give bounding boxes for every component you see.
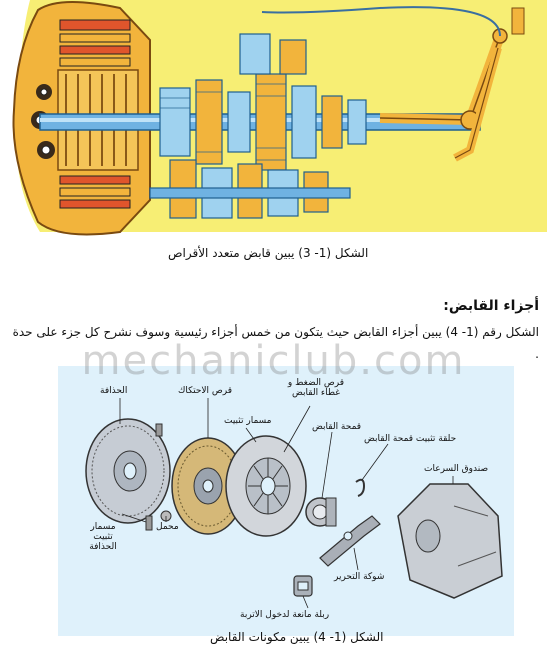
- figure-clutch-components: الحذافة قرص الاحتكاك قرص الضغط و غطاء ال…: [58, 366, 514, 636]
- label-bearing-clip: حلقة تثبيت قمحة القابض: [364, 434, 457, 444]
- section-heading: أجزاء القابض:: [443, 298, 539, 314]
- flywheel: [85, 418, 171, 524]
- label-release-fork: شوكة التحرير: [334, 572, 385, 582]
- gearbox: [397, 483, 503, 599]
- figure-1-caption: الشكل (1- 3) يبين قابض متعدد الأقراص: [168, 246, 369, 260]
- clutch-components-illustration: [58, 366, 514, 636]
- dust-seal: [293, 575, 313, 597]
- figure-2-caption: الشكل (1- 4) يبين مكونات القابض: [210, 630, 384, 644]
- label-bolt: مسمار تثبيت: [224, 416, 272, 426]
- pressure-plate: [225, 435, 307, 537]
- release-lever: [261, 6, 525, 162]
- flywheel-bolt: [145, 423, 163, 531]
- label-pilot-bearing: محمل: [156, 522, 179, 532]
- label-dust-seal: ربلة مانعة لدخول الاتربة: [240, 610, 330, 620]
- label-clutch-disc: قرص الاحتكاك: [178, 386, 233, 396]
- bearing-clip: [355, 478, 366, 497]
- release-fork: [319, 515, 381, 567]
- label-release-bearing: قمحة القابض: [312, 422, 362, 432]
- multi-plate-clutch-illustration: [0, 0, 547, 236]
- gear-sets: [149, 33, 367, 219]
- label-flywheel: الحذافة: [100, 386, 128, 396]
- figure-multi-plate-clutch: [0, 0, 547, 236]
- section-paragraph: الشكل رقم (1- 4) يبين أجزاء القابض حيث ي…: [12, 325, 539, 361]
- label-pressure-plate: قرص الضغط و غطاء القابض: [287, 378, 345, 398]
- label-gearbox: صندوق السرعات: [424, 464, 489, 474]
- label-flywheel-bolt: مسمار تثبيت الحذافة: [89, 522, 117, 552]
- release-bearing: [305, 497, 337, 527]
